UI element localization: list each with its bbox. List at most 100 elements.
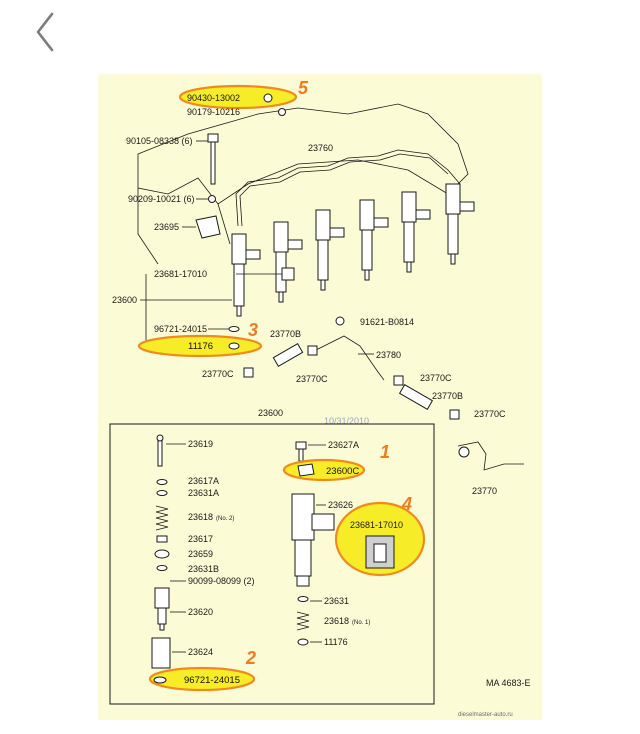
label-23617: 23617 (188, 534, 213, 544)
return-pipe-23760-inner (239, 153, 449, 227)
annotation-1: 1 (380, 442, 390, 462)
chevron-left-icon (36, 12, 54, 52)
bolt-23627a (295, 441, 307, 450)
label-23631a: 23631A (188, 488, 219, 498)
gasket-11176-top (228, 342, 240, 350)
label-90179-10216: 90179-10216 (187, 107, 240, 117)
gasket-11176-bot (297, 638, 309, 646)
holder-23681-inset (365, 535, 395, 569)
part-23659 (154, 549, 170, 559)
label-23770c-1: 23770C (202, 369, 234, 379)
washer-96721-top (228, 326, 240, 332)
injector-2 (273, 221, 303, 303)
label-90099-08099: 90099-08099 (2) (188, 576, 255, 586)
highlight-3 (137, 334, 263, 358)
bolt-91621 (335, 316, 345, 326)
annotation-5: 5 (298, 78, 309, 98)
clip-23770c-1 (307, 345, 318, 356)
clip-23770c-3 (393, 375, 404, 386)
label-23681-17010: 23681-17010 (154, 269, 207, 279)
injector-3 (315, 209, 345, 291)
clamp-23600c (297, 463, 315, 477)
injector-exploded-diagram: 5 90430-13002 90179-10216 90105-08338 (6… (109, 78, 531, 718)
union-23780 (311, 335, 385, 381)
bolt-90105-shank (210, 141, 216, 185)
injector-5 (401, 191, 431, 273)
clip-23770c-2 (243, 367, 254, 378)
holder-23681 (281, 267, 295, 281)
hose-23770b-2 (398, 383, 434, 411)
label-23681-17010-inset: 23681-17010 (350, 520, 403, 530)
label-23600c: 23600C (326, 466, 359, 477)
label-23620: 23620 (188, 607, 213, 617)
part-23617 (156, 535, 168, 543)
label-11176-top: 11176 (188, 341, 213, 352)
label-23770b-2: 23770B (432, 391, 463, 401)
label-23770c-4: 23770C (474, 409, 506, 419)
banjo-23770 (458, 446, 470, 458)
label-96721-24015-top: 96721-24015 (154, 324, 207, 334)
annotation-4: 4 (401, 494, 412, 514)
top-bar (0, 0, 640, 72)
part-23619 (156, 434, 164, 467)
label-90430-13002: 90430-13002 (187, 93, 240, 103)
injector-1 (231, 233, 261, 317)
part-23631b (156, 565, 168, 571)
label-23631b: 23631B (188, 564, 219, 574)
label-23627a: 23627A (328, 440, 359, 450)
annotation-2: 2 (245, 648, 256, 668)
label-96721-24015-bot: 96721-24015 (184, 675, 240, 686)
clamp-23695 (195, 215, 221, 239)
highlight-2 (148, 666, 256, 692)
hose-23770b-top (272, 342, 304, 368)
label-23618: 23618 (188, 512, 213, 522)
washer-90209 (208, 195, 216, 203)
label-23626: 23626 (328, 500, 353, 510)
highlight-5 (178, 84, 298, 110)
pipe-23770 (457, 441, 524, 471)
site-watermark: dieselmaster-auto.ru (458, 712, 513, 718)
engine-head-outline (137, 103, 469, 205)
label-23624: 23624 (188, 647, 213, 657)
label-23770: 23770 (472, 486, 497, 496)
label-23618-note: (No. 2) (216, 516, 234, 522)
injector-4 (359, 199, 389, 281)
label-23617a: 23617A (188, 476, 219, 486)
spring-23618 (155, 505, 169, 531)
injector-body-23626 (291, 493, 335, 587)
label-23659: 23659 (188, 549, 213, 559)
part-23617a (156, 479, 168, 485)
label-23760: 23760 (308, 143, 333, 153)
date-stamp: 10/31/2010 (324, 416, 369, 426)
injector-6 (445, 183, 475, 265)
part-23624 (151, 637, 171, 669)
nut-90179 (278, 108, 286, 116)
label-23780: 23780 (376, 350, 401, 360)
label-23695: 23695 (154, 222, 179, 232)
return-pipe-23760 (235, 149, 461, 227)
back-button[interactable] (30, 10, 66, 54)
part-23631 (297, 596, 309, 602)
label-23631: 23631 (324, 596, 349, 606)
label-23600-mid: 23600 (258, 408, 283, 418)
clip-23770c-4 (449, 409, 460, 420)
exploded-view-box (109, 423, 435, 705)
label-23600-top: 23600 (112, 295, 137, 305)
label-23619: 23619 (188, 439, 213, 449)
label-11176-bot: 11176 (324, 637, 348, 647)
washer-96721-bot (153, 676, 167, 684)
label-23618b-note: (No. 1) (352, 620, 370, 626)
part-23620 (154, 587, 170, 631)
label-90105-08338: 90105-08338 (6) (126, 136, 193, 146)
label-23770c-3: 23770C (420, 373, 452, 383)
label-91621-b0814: 91621-B0814 (360, 317, 414, 327)
part-23631a (156, 490, 168, 496)
label-23618b: 23618 (324, 616, 349, 626)
spring-23618b (296, 611, 310, 631)
diagram-code: MA 4683-E (486, 678, 531, 688)
label-23770c-2: 23770C (296, 374, 328, 384)
washer-90430 (263, 93, 273, 103)
label-90209-10021: 90209-10021 (6) (128, 194, 195, 204)
bolt-90105 (207, 133, 219, 143)
engine-head-detail (137, 188, 231, 265)
